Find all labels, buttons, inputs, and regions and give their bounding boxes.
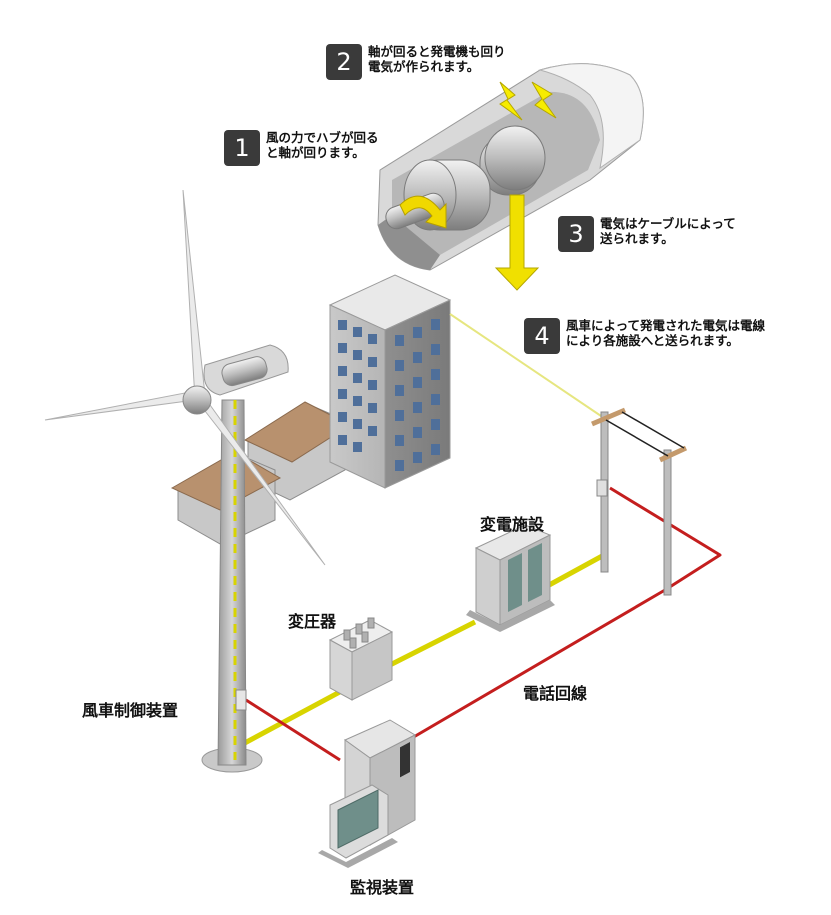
step-description: 風車によって発電された電気は電線 により各施設へと送られます。 — [566, 318, 766, 348]
monitoring-device-label: 監視装置 — [350, 878, 415, 897]
transformer-box — [328, 617, 394, 701]
monitoring-device — [318, 719, 417, 868]
overhead-power-line — [449, 313, 605, 419]
step-number-badge: 2 — [326, 44, 362, 80]
houses — [170, 401, 352, 546]
down-arrow-icon — [494, 194, 540, 291]
lightning-icon — [499, 81, 523, 121]
step-3-callout: 3 電気はケーブルによって 送られます。 — [558, 216, 736, 252]
windmill-controller-label: 風車制御装置 — [82, 701, 179, 720]
step-description: 電気はケーブルによって 送られます。 — [600, 216, 736, 246]
step-2-callout: 2 軸が回ると発電機も回り 電気が作られます。 — [326, 44, 506, 80]
office-building — [328, 274, 452, 489]
generator-cutaway — [377, 63, 644, 291]
step-4-callout: 4 風車によって発電された電気は電線 により各施設へと送られます。 — [524, 318, 765, 354]
lightning-icon — [531, 81, 557, 119]
telephone-line-label: 電話回線 — [523, 684, 588, 703]
step-description: 風の力でハブが回る と軸が回ります。 — [266, 130, 379, 160]
utility-poles — [591, 407, 688, 596]
step-number-badge: 4 — [524, 318, 560, 354]
step-description: 軸が回ると発電機も回り 電気が作られます。 — [368, 44, 506, 74]
step-1-callout: 1 風の力でハブが回る と軸が回ります。 — [224, 130, 379, 166]
building-windows — [338, 319, 440, 471]
substation-cabinet — [466, 524, 555, 632]
step-number-badge: 1 — [224, 130, 260, 166]
transformer-label: 変圧器 — [288, 612, 337, 631]
step-number-badge: 3 — [558, 216, 594, 252]
wind-turbine — [44, 189, 326, 773]
substation-label: 変電施設 — [480, 515, 545, 534]
